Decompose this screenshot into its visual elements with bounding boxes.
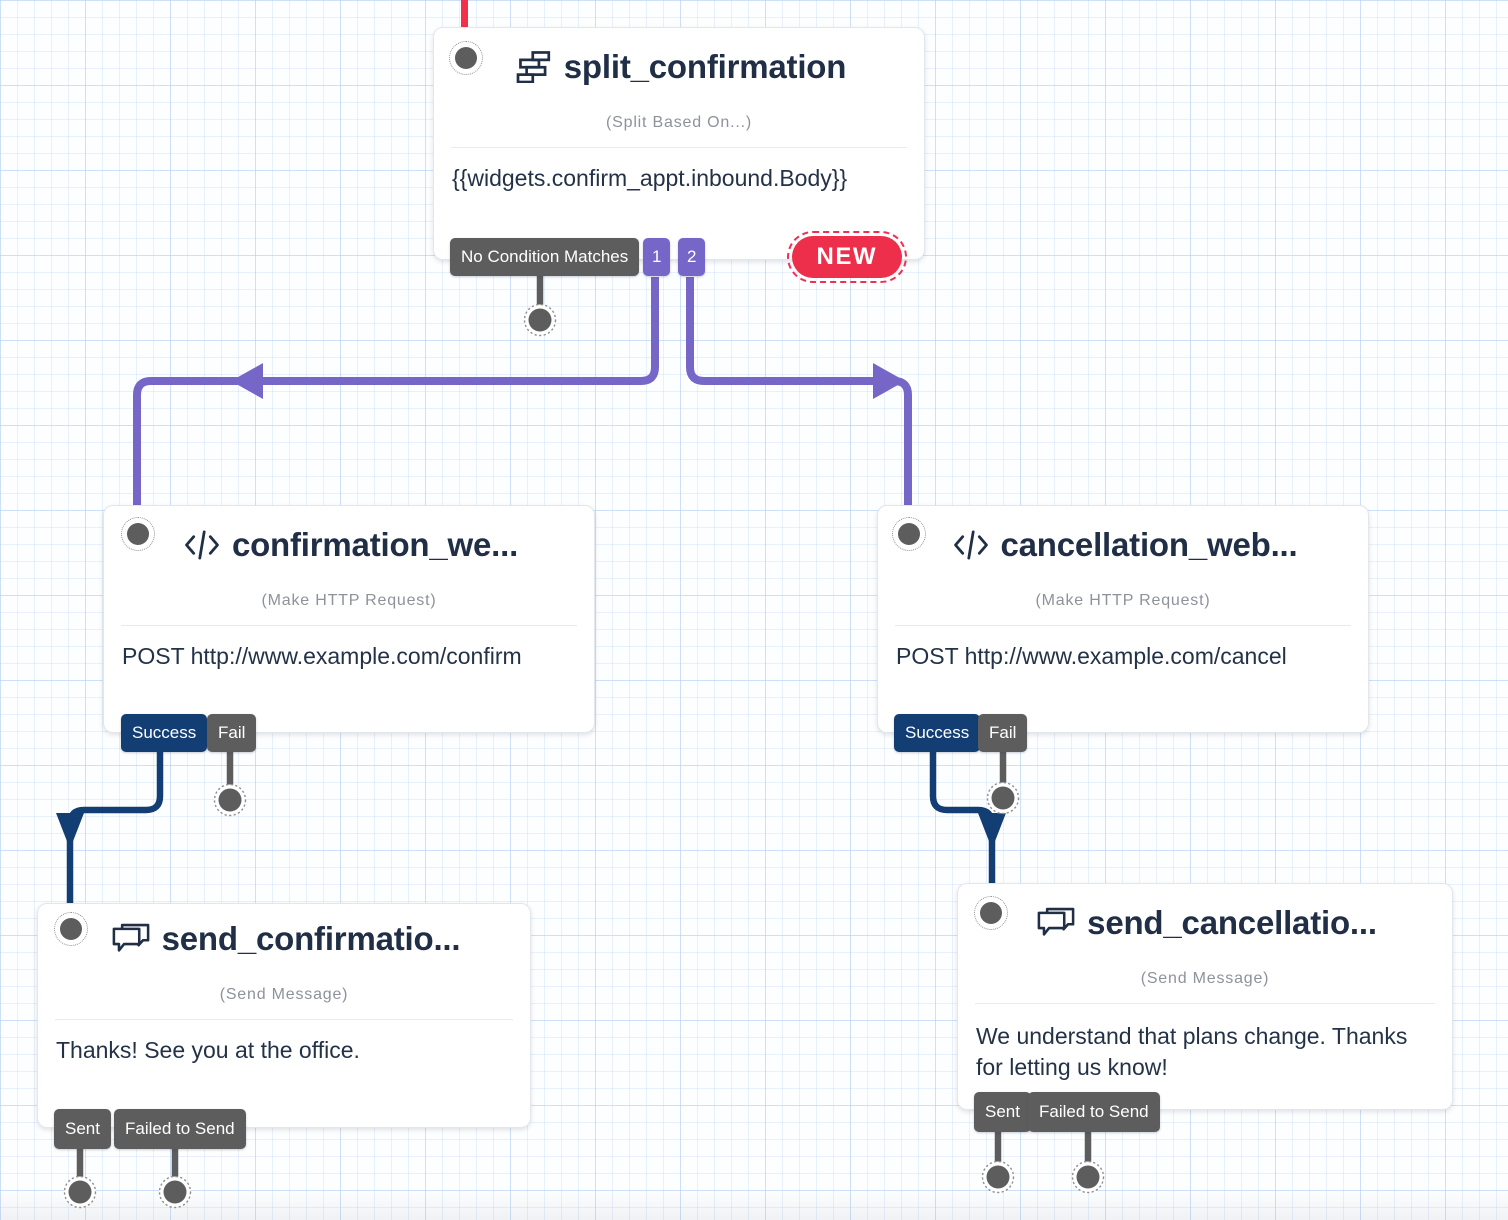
divider — [451, 147, 907, 148]
widget-title: send_confirmatio... — [161, 920, 461, 957]
http-request-icon — [184, 527, 220, 563]
widget-title: cancellation_web... — [1000, 526, 1298, 563]
divider — [121, 625, 577, 626]
endpoint-fail-left[interactable] — [213, 783, 247, 817]
transition-tag-match-2[interactable]: 2 — [678, 238, 706, 276]
endpoint-failed-to-send-left[interactable] — [158, 1175, 192, 1209]
widget-input-port[interactable] — [974, 896, 1008, 930]
port-dot — [455, 47, 477, 69]
transition-tag-success[interactable]: Success — [121, 714, 208, 752]
transition-tag-no-condition-matches[interactable]: No Condition Matches — [450, 238, 640, 276]
port-dot — [60, 918, 82, 940]
connector-success-to-send-confirmation[interactable] — [66, 750, 164, 906]
port-dot — [127, 523, 149, 545]
transition-tag-fail[interactable]: Fail — [207, 714, 257, 752]
widget-body-text: We understand that plans change. Thanks … — [976, 1023, 1408, 1080]
divider — [895, 625, 1351, 626]
widget-body-text: Thanks! See you at the office. — [56, 1037, 360, 1063]
transition-tag-failed-to-send[interactable]: Failed to Send — [114, 1109, 246, 1149]
widget-input-port[interactable] — [892, 517, 926, 551]
widget-send-confirmation[interactable]: send_confirmatio... (Send Message) Thank… — [37, 903, 531, 1149]
split-based-on-icon — [516, 51, 552, 83]
connector-match2-to-cancellation-webhook[interactable] — [686, 277, 912, 506]
arrowhead-down-left-icon — [56, 813, 84, 849]
send-message-icon — [112, 923, 150, 955]
endpoint-failed-to-send-right[interactable] — [1071, 1160, 1105, 1194]
widget-body-text: POST http://www.example.com/cancel — [896, 643, 1287, 669]
arrowhead-right-icon — [873, 363, 905, 399]
transition-tag-fail[interactable]: Fail — [978, 714, 1028, 752]
transition-tag-success[interactable]: Success — [894, 714, 981, 752]
endpoint-no-condition-matches[interactable] — [523, 303, 557, 337]
widget-send-cancellation[interactable]: send_cancellatio... (Send Message) We un… — [957, 883, 1453, 1132]
widget-type-label: (Send Message) — [1140, 970, 1270, 987]
transition-tag-match-1[interactable]: 1 — [643, 238, 671, 276]
new-badge-label: NEW — [791, 236, 902, 278]
widget-type-label: (Split Based On...) — [606, 114, 752, 131]
port-dot — [980, 902, 1002, 924]
widget-type-label: (Make HTTP Request) — [261, 592, 437, 609]
endpoint-sent-left[interactable] — [63, 1175, 97, 1209]
widget-confirmation-webhook[interactable]: confirmation_we... (Make HTTP Request) P… — [103, 505, 595, 752]
widget-body-text: POST http://www.example.com/confirm — [122, 643, 522, 669]
endpoint-sent-right[interactable] — [981, 1160, 1015, 1194]
new-transition-button[interactable]: NEW — [786, 231, 907, 283]
transition-tag-sent[interactable]: Sent — [54, 1109, 111, 1149]
divider — [975, 1003, 1435, 1004]
widget-body-text: {{widgets.confirm_appt.inbound.Body}} — [452, 165, 848, 191]
widget-type-label: (Send Message) — [219, 986, 349, 1003]
arrowhead-left-icon — [231, 363, 263, 399]
divider — [55, 1019, 513, 1020]
widget-title: confirmation_we... — [231, 526, 519, 563]
widget-cancellation-webhook[interactable]: cancellation_web... (Make HTTP Request) … — [877, 505, 1369, 752]
widget-input-port[interactable] — [121, 517, 155, 551]
widget-input-port[interactable] — [449, 41, 483, 75]
send-message-icon — [1037, 907, 1075, 939]
widget-title: send_cancellatio... — [1087, 904, 1377, 941]
port-dot — [898, 523, 920, 545]
widget-split-confirmation[interactable]: split_confirmation (Split Based On...) {… — [433, 27, 925, 283]
transition-tag-failed-to-send[interactable]: Failed to Send — [1028, 1092, 1160, 1132]
connector-match1-to-confirmation-webhook[interactable] — [133, 277, 659, 506]
http-request-icon — [953, 527, 989, 563]
arrowhead-down-right-icon — [978, 813, 1006, 849]
widget-type-label: (Make HTTP Request) — [1035, 592, 1211, 609]
endpoint-fail-right[interactable] — [986, 781, 1020, 815]
transition-tag-sent[interactable]: Sent — [974, 1092, 1031, 1132]
widget-input-port[interactable] — [54, 912, 88, 946]
widget-title: split_confirmation — [563, 48, 847, 85]
